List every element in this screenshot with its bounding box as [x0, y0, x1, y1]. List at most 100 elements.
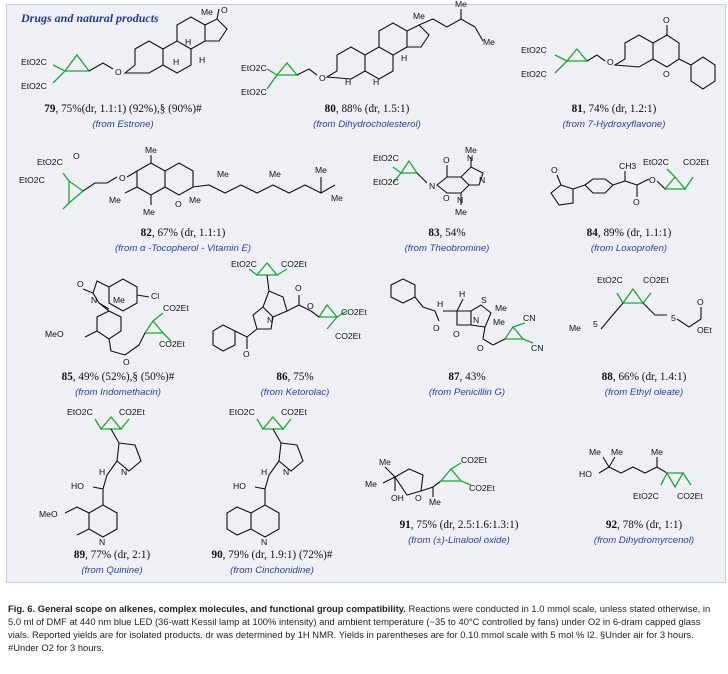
svg-text:CO2Et: CO2Et	[281, 407, 307, 417]
svg-text:O: O	[73, 151, 80, 161]
svg-text:O: O	[663, 15, 670, 25]
compound-87: O H H S Me Me N O O CN CN 87, 43% (from …	[377, 267, 557, 401]
source-79: (from Estrone)	[92, 119, 154, 130]
svg-text:O: O	[551, 165, 558, 175]
compound-81: EtO2C EtO2C O O O 81, 74% (dr, 1.2:1) (f…	[507, 15, 721, 141]
yield-84: 84, 89% (dr, 1.1:1)	[586, 227, 672, 239]
svg-text:EtO2C: EtO2C	[37, 157, 63, 167]
svg-text:N: N	[457, 195, 463, 205]
svg-text:EtO2C: EtO2C	[21, 81, 47, 91]
svg-text:H: H	[437, 299, 443, 309]
structure-86: EtO2C CO2Et N O O O CO2Et CO2Et	[212, 259, 367, 359]
structure-85: O Cl N Me MeO O CO2Et CO2Et	[45, 278, 189, 367]
yield-81: 81, 74% (dr, 1.2:1)	[571, 103, 657, 115]
source-85: (from Indomethacin)	[75, 387, 161, 398]
svg-text:Me: Me	[143, 207, 155, 217]
yield-88: 88, 66% (dr, 1.4:1)	[601, 371, 687, 383]
svg-text:CO2Et: CO2Et	[119, 407, 145, 417]
figure-caption: Fig. 6. General scope on alkenes, comple…	[8, 602, 720, 654]
structure-83: EtO2C EtO2C N O N Me N N Me O	[373, 145, 485, 217]
svg-text:HO: HO	[579, 469, 592, 479]
svg-text:OH: OH	[391, 493, 404, 503]
svg-text:EtO2C: EtO2C	[231, 259, 257, 269]
svg-text:H: H	[261, 467, 267, 477]
svg-text:Me: Me	[315, 165, 327, 175]
svg-text:CO2Et: CO2Et	[683, 157, 709, 167]
svg-text:Me: Me	[465, 145, 477, 155]
svg-text:H: H	[199, 55, 205, 65]
compound-92: Me Me HO Me EtO2C CO2Et 92, 78% (dr, 1:1…	[567, 445, 721, 549]
svg-text:O: O	[663, 69, 670, 79]
svg-text:CO2Et: CO2Et	[335, 331, 361, 341]
svg-text:O: O	[221, 5, 228, 15]
svg-text:CH3: CH3	[619, 161, 636, 171]
compound-83: EtO2C EtO2C N O N Me N N Me O 83, 54% (f…	[367, 145, 527, 259]
source-92: (from Dihydromyrcenol)	[593, 535, 695, 546]
svg-text:CO2Et: CO2Et	[643, 275, 669, 285]
svg-text:S: S	[481, 295, 487, 305]
svg-text:CO2Et: CO2Et	[163, 303, 189, 313]
svg-text:CO2Et: CO2Et	[159, 339, 185, 349]
svg-text:EtO2C: EtO2C	[241, 63, 267, 73]
svg-text:CO2Et: CO2Et	[469, 483, 495, 493]
svg-text:Me: Me	[455, 207, 467, 217]
structure-80: EtO2C EtO2C O Me Me Me H H H	[241, 0, 495, 97]
svg-text:O: O	[443, 155, 450, 165]
svg-text:CN: CN	[531, 343, 543, 353]
source-82: (from α -Tocopherol - Vitamin E)	[114, 243, 252, 254]
svg-text:H: H	[373, 77, 379, 87]
svg-text:O: O	[175, 199, 182, 209]
svg-text:N: N	[99, 537, 105, 547]
svg-text:O: O	[77, 279, 84, 289]
svg-text:O: O	[115, 67, 122, 77]
svg-text:CN: CN	[523, 313, 535, 323]
compound-80: EtO2C EtO2C O Me Me Me H H H 80, 88% (dr…	[237, 0, 497, 141]
compound-82: EtO2C EtO2C O O Me Me Me O Me Me Me Me M…	[13, 145, 353, 259]
svg-text:Me: Me	[189, 195, 201, 205]
svg-text:N: N	[267, 315, 273, 325]
svg-text:MeO: MeO	[39, 509, 58, 519]
structure-88: EtO2C CO2Et Me 5 5 O OEt	[569, 275, 712, 335]
structure-84: O CH3 O O EtO2C CO2Et	[550, 157, 709, 207]
compound-86: EtO2C CO2Et N O O O CO2Et CO2Et 86, 75% …	[207, 257, 383, 401]
svg-text:H: H	[401, 53, 407, 63]
svg-text:Me: Me	[331, 193, 343, 203]
source-83: (from Theobromine)	[404, 243, 490, 254]
svg-text:H: H	[459, 289, 465, 299]
svg-text:Me: Me	[217, 169, 229, 179]
svg-text:EtO2C: EtO2C	[373, 177, 399, 187]
svg-text:MeO: MeO	[45, 329, 64, 339]
svg-text:Me: Me	[269, 169, 281, 179]
svg-text:Me: Me	[113, 295, 125, 305]
svg-text:N: N	[473, 315, 479, 325]
svg-text:N: N	[479, 175, 485, 185]
source-80: (from Dihydrocholesterol)	[313, 119, 421, 130]
svg-text:EtO2C: EtO2C	[229, 407, 255, 417]
yield-79: 79, 75%(dr, 1.1:1) (92%),§ (90%)#	[44, 103, 202, 115]
yield-89: 89, 77% (dr, 2:1)	[73, 549, 151, 561]
svg-text:EtO2C: EtO2C	[19, 175, 45, 185]
source-87: (from Penicillin G)	[428, 387, 506, 398]
structure-91: Me Me OH O Me CO2Et CO2Et	[365, 455, 495, 507]
svg-text:Me: Me	[413, 11, 425, 21]
source-91: (from (±)-Linalool oxide)	[408, 535, 510, 546]
compound-85: O Cl N Me MeO O CO2Et CO2Et 85, 49% (52%…	[13, 267, 223, 401]
svg-text:HO: HO	[233, 481, 246, 491]
svg-text:O: O	[123, 357, 130, 367]
svg-text:EtO2C: EtO2C	[67, 407, 93, 417]
svg-text:H: H	[99, 467, 105, 477]
svg-text:O: O	[295, 283, 302, 293]
svg-text:5: 5	[671, 313, 676, 323]
svg-text:H: H	[345, 77, 351, 87]
scope-panel: Drugs and natural products EtO2C EtO2C O…	[6, 0, 726, 583]
svg-text:Me: Me	[569, 323, 581, 333]
structure-90: EtO2C CO2Et H N HO N	[226, 407, 307, 547]
structure-81: EtO2C EtO2C O O O	[521, 15, 716, 90]
svg-text:N: N	[261, 537, 267, 547]
svg-text:O: O	[433, 323, 440, 333]
svg-text:O: O	[307, 301, 314, 311]
svg-text:O: O	[607, 57, 614, 67]
svg-text:O: O	[243, 349, 250, 359]
svg-text:O: O	[697, 297, 704, 307]
svg-text:Me: Me	[589, 447, 601, 457]
